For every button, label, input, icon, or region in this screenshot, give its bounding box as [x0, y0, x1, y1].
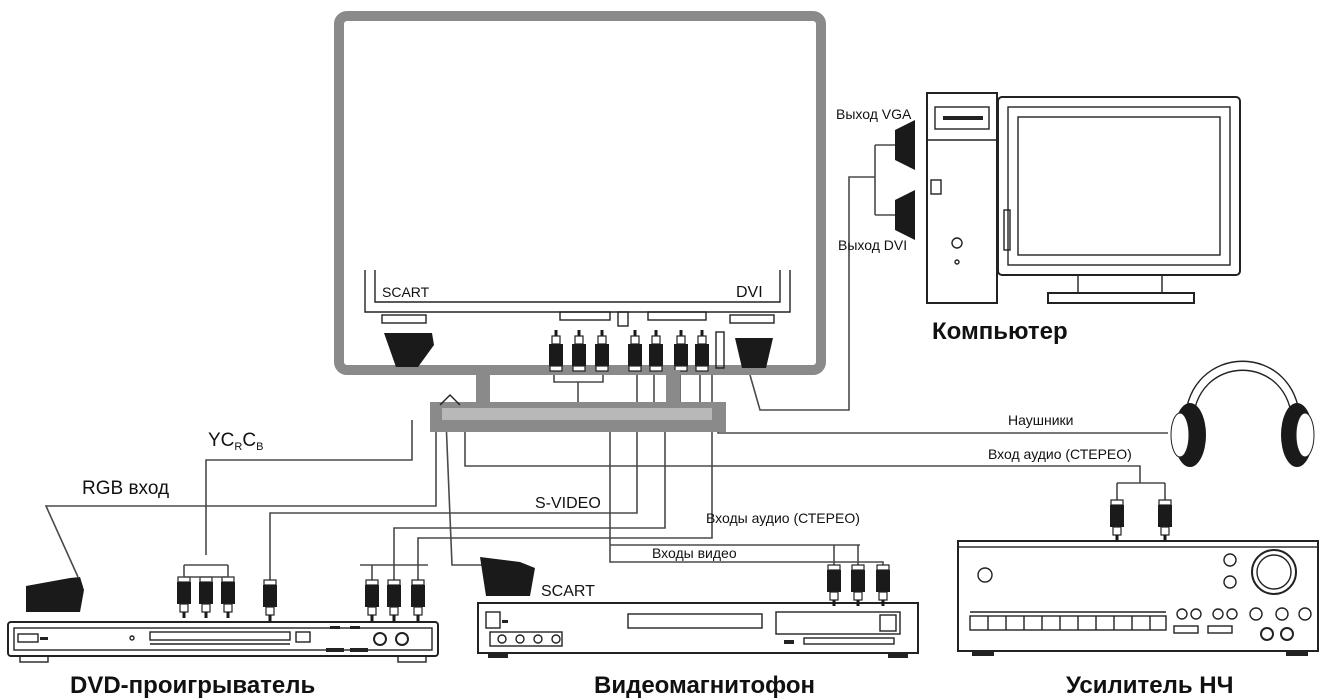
tv-dvi-label: DVI — [736, 284, 763, 301]
ycrcb-label: YCRCB — [208, 430, 263, 453]
dvd-body — [7, 621, 439, 657]
dvi-connector — [895, 190, 915, 240]
dvd-ycrcb-plug-3 — [220, 576, 236, 619]
computer-monitor — [997, 96, 1241, 276]
tv-scart-connector — [384, 333, 434, 367]
dvd-video-plug-1 — [364, 579, 380, 622]
svideo-label: S-VIDEO — [535, 495, 601, 512]
vcr-scart-plug — [480, 557, 535, 596]
dvd-ycrcb-plug-1 — [176, 576, 192, 619]
tv-dvi-connector — [735, 338, 773, 368]
video-inputs-label: Входы видео — [652, 545, 737, 561]
tv-monitor: SCART DVI — [334, 11, 826, 432]
computer-vga-label: Выход VGA — [836, 106, 912, 122]
vcr-audio-plug-3 — [875, 564, 891, 607]
vcr-audio-plug-1 — [826, 564, 842, 607]
dvd-video-plug-3 — [410, 579, 426, 622]
amp-audio-plug-left — [1109, 499, 1125, 542]
audio-in-label: Вход аудио (СТЕРЕО) — [988, 446, 1132, 462]
vcr-title: Видеомагнитофон — [594, 672, 815, 699]
tv-frame — [334, 11, 826, 375]
dvd-video-plug-2 — [386, 579, 402, 622]
vcr-audio-plug-2 — [850, 564, 866, 607]
dvd-title: DVD-проигрыватель — [70, 672, 315, 699]
computer-title: Компьютер — [932, 318, 1068, 345]
computer: Выход VGA Выход DVI Компьютер — [836, 92, 1241, 345]
headphones — [1170, 360, 1315, 467]
rgb-input-label: RGB вход — [82, 478, 169, 499]
dvd-svideo-plug — [262, 579, 278, 622]
dvd-ycrcb-plug-2 — [198, 576, 214, 619]
computer-dvi-label: Выход DVI — [838, 237, 907, 253]
cable-labels: Наушники Вход аудио (СТЕРЕО) YCRCB RGB в… — [82, 412, 1132, 600]
headphones-label: Наушники — [1008, 412, 1073, 428]
vcr-scart-label: SCART — [541, 583, 595, 600]
amplifier: Усилитель НЧ — [957, 499, 1319, 699]
vcr: Видеомагнитофон — [477, 557, 919, 699]
computer-tower — [926, 92, 998, 304]
tv-scart-label: SCART — [382, 284, 430, 300]
amp-button-row — [969, 615, 1167, 631]
amp-audio-plug-right — [1157, 499, 1173, 542]
dvd-player: DVD-проигрыватель — [7, 564, 439, 699]
vga-connector — [895, 120, 915, 170]
amp-title: Усилитель НЧ — [1066, 672, 1233, 699]
audio-inputs-label: Входы аудио (СТЕРЕО) — [706, 510, 860, 526]
dvd-scart-plug — [26, 577, 84, 612]
